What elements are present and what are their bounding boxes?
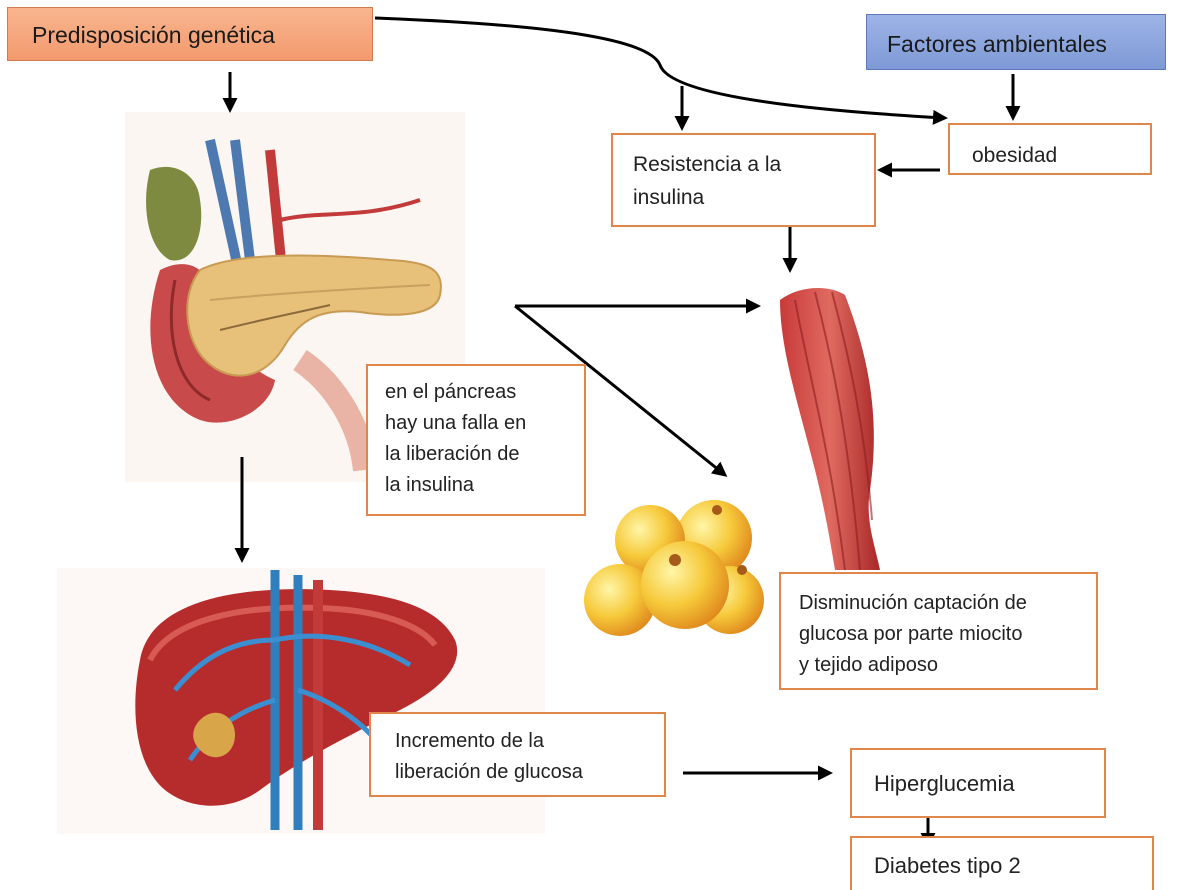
fat-cells-illustration — [584, 500, 764, 636]
node-diabetes-tipo-2: Diabetes tipo 2 — [850, 836, 1154, 890]
node-factores-label: Factores ambientales — [887, 27, 1165, 63]
node-factores-ambientales: Factores ambientales — [866, 14, 1166, 70]
node-falla-pancreas: en el páncreas hay una falla en la liber… — [366, 364, 586, 516]
node-resistencia-label: Resistencia a la insulina — [633, 149, 874, 214]
node-disminucion-captacion: Disminución captación de glucosa por par… — [779, 572, 1098, 690]
node-predisposicion: Predisposición genética — [7, 7, 373, 61]
node-hiperglucemia: Hiperglucemia — [850, 748, 1106, 818]
node-disminucion-label: Disminución captación de glucosa por par… — [799, 588, 1096, 681]
node-incremento-glucosa: Incremento de la liberación de glucosa — [369, 712, 666, 797]
node-incremento-label: Incremento de la liberación de glucosa — [395, 726, 664, 788]
node-hiperglucemia-label: Hiperglucemia — [874, 770, 1104, 799]
node-obesidad-label: obesidad — [972, 142, 1150, 169]
muscle-illustration — [780, 288, 880, 570]
node-resistencia-insulina: Resistencia a la insulina — [611, 133, 876, 227]
node-predisposicion-label: Predisposición genética — [32, 18, 372, 54]
node-diabetes-label: Diabetes tipo 2 — [874, 852, 1152, 881]
node-obesidad: obesidad — [948, 123, 1152, 175]
arrow-predisposicion-obesidad — [375, 18, 945, 118]
node-falla-label: en el páncreas hay una falla en la liber… — [385, 377, 584, 501]
